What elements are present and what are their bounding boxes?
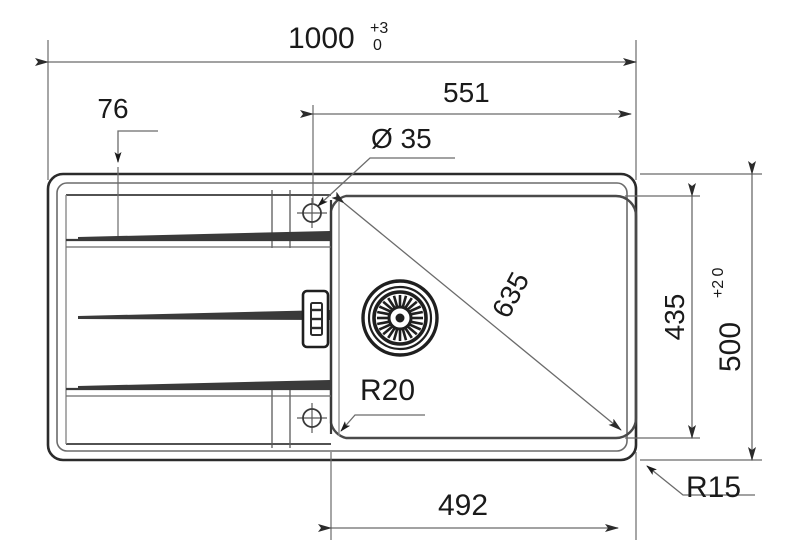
dim-tol-upper-1000: +3: [370, 20, 388, 37]
overall-height-dimension: 500 +2 0: [640, 161, 762, 461]
dim-label-R15: R15: [686, 471, 741, 504]
leader-line-R20: [340, 414, 425, 432]
dim-label-492: 492: [438, 489, 488, 522]
drain-groove-1: [78, 231, 330, 240]
tap-hole-circle-top: [302, 203, 322, 223]
dim-line-635: [331, 191, 622, 431]
dim-label-76: 76: [97, 93, 128, 124]
bowl-height-dimension: 435: [625, 183, 700, 439]
strainer-center: [395, 313, 405, 323]
drain-groove-2: [78, 310, 330, 320]
dim-tol-lower-1000: 0: [373, 37, 382, 54]
leader-line-76: [114, 130, 158, 163]
bowl-width-dimension: 492: [318, 452, 637, 540]
edge-offset-leader: 76: [97, 93, 158, 236]
drain-groove-3: [78, 380, 330, 389]
tap-hole-leader: Ø 35: [317, 123, 455, 207]
drain-strainer: [361, 279, 439, 357]
dim-label-500: 500: [714, 322, 747, 372]
dim-label-551: 551: [443, 77, 490, 108]
tap-hole-marker-bottom: [297, 403, 327, 433]
dim-label-R20: R20: [360, 374, 415, 407]
bowl-offset-dimension: 551: [300, 77, 632, 205]
bowl-radius-leader: R20: [340, 374, 425, 432]
drainboard: [65, 190, 331, 448]
tap-hole-marker-top: [297, 198, 327, 228]
tap-hole-circle-bottom: [302, 408, 322, 428]
outer-radius-leader: R15: [646, 465, 755, 504]
dim-tol-lower-500: 0: [710, 267, 727, 276]
dim-label-1000: 1000: [288, 22, 355, 55]
leader-line-diameter: [317, 157, 455, 207]
dim-label-635: 635: [486, 267, 535, 323]
dim-tol-upper-500: +2: [710, 280, 727, 298]
overall-width-dimension: 1000 +3 0: [35, 20, 637, 180]
dim-label-diameter: Ø 35: [371, 123, 432, 154]
leader-line-R15: [646, 465, 755, 496]
dim-label-435: 435: [659, 294, 690, 341]
overflow-slot: [301, 289, 330, 349]
